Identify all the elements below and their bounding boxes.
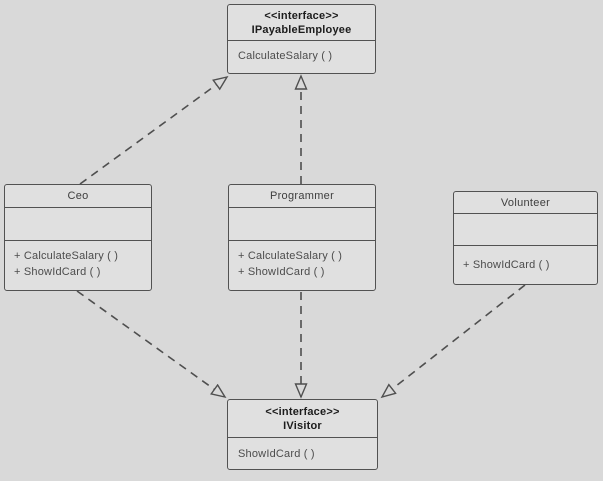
- edge-volunteer-to-ivisitor[interactable]: [382, 284, 526, 397]
- attributes-compartment: [5, 207, 151, 240]
- edge-ceo-to-ipayableemployee[interactable]: [79, 77, 227, 185]
- stereotype-label: <<interface>>: [265, 405, 340, 418]
- stereotype-label: <<interface>>: [264, 9, 339, 22]
- method-label: CalculateSalary ( ): [238, 50, 333, 62]
- class-name-programmer: Programmer: [269, 190, 335, 202]
- method-label: + ShowIdCard ( ): [463, 259, 550, 271]
- edge-ceo-to-ivisitor[interactable]: [76, 290, 225, 397]
- class-box-ipayableemployee[interactable]: <<interface>> IPayableEmployee Calculate…: [227, 4, 376, 74]
- class-box-programmer[interactable]: Programmer + CalculateSalary ( ) + ShowI…: [228, 184, 376, 291]
- class-name-ipayableemployee: IPayableEmployee: [251, 23, 352, 36]
- class-name-ivisitor: IVisitor: [283, 419, 322, 432]
- attributes-compartment: [229, 207, 375, 240]
- method-label: + CalculateSalary ( ): [238, 250, 343, 262]
- class-box-volunteer[interactable]: Volunteer + ShowIdCard ( ): [453, 191, 598, 285]
- method-label: + CalculateSalary ( ): [14, 250, 119, 262]
- method-label: ShowIdCard ( ): [238, 447, 315, 460]
- class-name-ceo: Ceo: [67, 190, 89, 202]
- class-box-ceo[interactable]: Ceo + CalculateSalary ( ) + ShowIdCard (…: [4, 184, 152, 291]
- method-label: + ShowIdCard ( ): [238, 266, 325, 278]
- attributes-compartment: [454, 213, 597, 245]
- method-label: + ShowIdCard ( ): [14, 266, 101, 278]
- class-name-volunteer: Volunteer: [500, 196, 551, 209]
- class-box-ivisitor[interactable]: <<interface>> IVisitor ShowIdCard ( ): [227, 399, 378, 470]
